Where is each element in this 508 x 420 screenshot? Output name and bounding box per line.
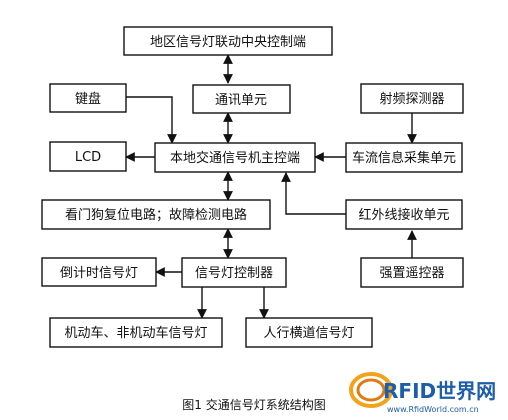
node-flow-label: 车流信息采集单元	[352, 150, 456, 166]
node-remote: 强置遥控器	[360, 257, 464, 288]
logo-swoosh-icon	[349, 372, 393, 408]
node-remote-label: 强置遥控器	[379, 266, 444, 281]
node-comm-label: 通讯单元	[215, 93, 267, 108]
node-lcd-label: LCD	[75, 150, 101, 165]
edges	[125, 54, 417, 319]
node-watchdog-label: 看门狗复位电路；故障检测电路	[65, 207, 247, 223]
node-infrared: 红外线接收单元	[345, 199, 463, 230]
node-lightctrl: 信号灯控制器	[181, 257, 287, 288]
node-pedestrian: 人行横道信号灯	[245, 317, 373, 348]
figure-caption: 图1 交通信号灯系统结构图	[182, 398, 326, 412]
node-comm: 通讯单元	[192, 84, 291, 114]
node-lcd: LCD	[49, 141, 127, 172]
logo-text: RFID世界网	[383, 379, 496, 403]
node-pedestrian-label: 人行横道信号灯	[263, 326, 354, 341]
node-rf-label: 射频探测器	[379, 91, 444, 107]
logo-url: www.RfidWorld.com.cn	[387, 405, 479, 414]
rfid-world-logo: RFID世界网 www.RfidWorld.com.cn	[349, 372, 496, 414]
edge-keyboard-host	[126, 96, 177, 144]
node-countdown: 倒计时信号灯	[41, 257, 157, 287]
node-keyboard-label: 键盘	[75, 91, 101, 107]
node-keyboard: 键盘	[49, 83, 127, 113]
node-rf: 射频探测器	[360, 83, 464, 114]
node-host: 本地交通信号机主控端	[154, 142, 316, 173]
node-lightctrl-label: 信号灯控制器	[195, 266, 273, 281]
node-watchdog: 看门狗复位电路；故障检测电路	[41, 199, 271, 230]
node-vehicle-label: 机动车、非机动车信号灯	[64, 325, 207, 341]
node-countdown-label: 倒计时信号灯	[60, 266, 138, 281]
node-vehicle: 机动车、非机动车信号灯	[49, 317, 223, 348]
node-central-label: 地区信号灯联动中央控制端	[150, 35, 306, 50]
edge-infrared-host	[281, 172, 346, 215]
node-infrared-label: 红外线接收单元	[358, 207, 449, 223]
node-host-label: 本地交通信号机主控端	[170, 150, 300, 166]
node-central: 地区信号灯联动中央控制端	[123, 26, 333, 56]
node-flow: 车流信息采集单元	[345, 142, 463, 173]
